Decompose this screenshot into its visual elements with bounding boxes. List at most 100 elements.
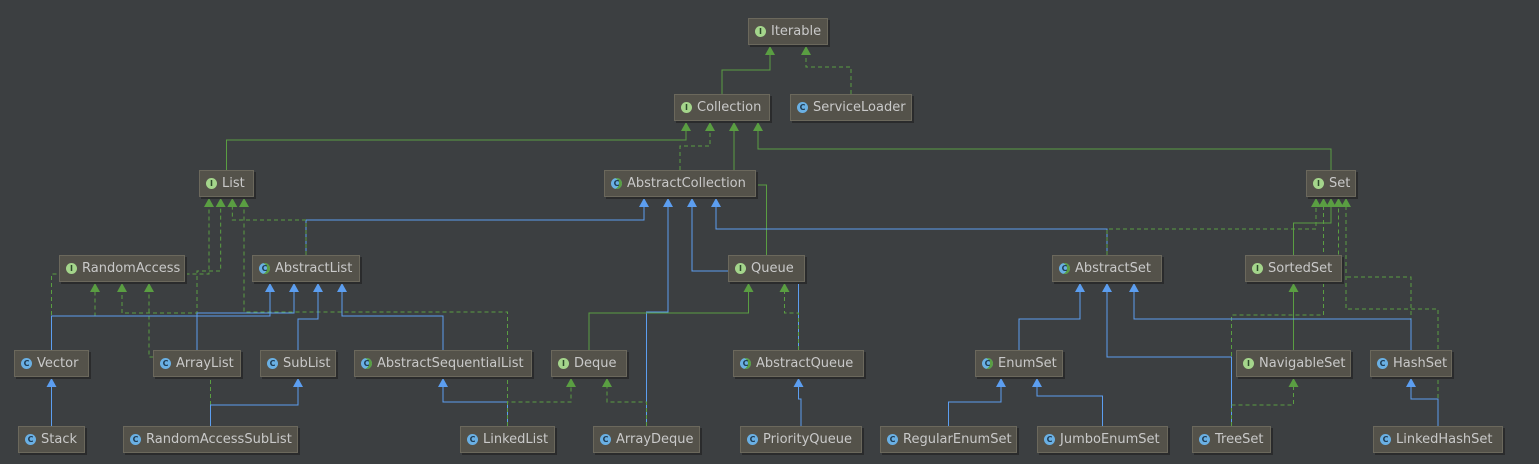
edge-hashset-to-abstractset <box>1133 291 1412 350</box>
edge-set-to-collection <box>757 130 1332 170</box>
arrowhead <box>1288 378 1299 387</box>
interface-type-icon: I <box>755 26 766 37</box>
edge-serviceloader-to-iterable <box>805 54 852 94</box>
class-type-icon: C <box>1377 358 1388 369</box>
class-node-label: Iterable <box>771 24 822 39</box>
edge-arraylist-to-abstractlist <box>196 291 295 350</box>
edge-abstractsequentiallist-to-abstractlist <box>341 291 444 350</box>
arrowhead <box>1333 198 1344 207</box>
arrowhead <box>117 283 127 292</box>
edge-abstractqueue-to-queue <box>784 291 799 350</box>
class-node-list[interactable]: I List <box>199 170 254 197</box>
edge-list-to-collection <box>226 130 687 170</box>
edge-arraylist-to-randomaccess <box>121 291 198 350</box>
class-node-label: AbstractQueue <box>756 356 854 371</box>
class-node-navigableset[interactable]: I NavigableSet <box>1236 350 1351 377</box>
class-node-label: SortedSet <box>1268 261 1333 276</box>
class-node-label: AbstractList <box>275 261 353 276</box>
arrowhead <box>1341 198 1351 207</box>
class-node-stack[interactable]: C Stack <box>18 426 85 453</box>
edge-arraydeque-to-deque <box>606 386 647 426</box>
class-node-abstractlist[interactable]: C AbstractList <box>252 255 360 282</box>
class-node-label: RegularEnumSet <box>903 432 1012 447</box>
interface-type-icon: I <box>1243 358 1254 369</box>
arrowhead <box>1032 378 1042 387</box>
class-node-label: JumboEnumSet <box>1060 432 1160 447</box>
class-node-label: Stack <box>41 432 77 447</box>
edge-vector-to-abstractlist <box>51 291 271 350</box>
class-node-label: AbstractSet <box>1075 261 1151 276</box>
edge-linkedlist-to-deque <box>507 386 572 426</box>
class-node-priorityqueue[interactable]: C PriorityQueue <box>740 426 862 453</box>
arrowhead <box>1311 198 1321 207</box>
class-node-label: AbstractSequentialList <box>377 356 524 371</box>
arrowhead <box>337 283 347 292</box>
class-node-label: NavigableSet <box>1259 356 1346 371</box>
arrowhead <box>1102 283 1112 292</box>
class-node-label: RandomAccessSubList <box>146 432 292 447</box>
class-node-label: PriorityQueue <box>763 432 852 447</box>
arrowhead <box>46 378 57 387</box>
arrowhead <box>265 283 275 292</box>
class-node-iterable[interactable]: I Iterable <box>748 18 828 45</box>
edge-sortedset-to-set <box>1293 206 1332 255</box>
arrowhead <box>663 198 673 207</box>
edge-randomaccesssublist-to-sublist <box>210 386 299 426</box>
arrowhead <box>729 122 739 131</box>
edge-linkedhashset-to-set <box>1345 206 1439 426</box>
arrowhead <box>293 378 303 387</box>
abstract-type-icon: C <box>1059 263 1070 274</box>
edge-treeset-to-set <box>1231 206 1324 426</box>
class-node-label: AbstractCollection <box>627 176 746 191</box>
arrowhead <box>1406 378 1416 387</box>
class-type-icon: C <box>21 358 32 369</box>
class-node-abstractcollection[interactable]: C AbstractCollection <box>604 170 756 197</box>
abstract-type-icon: C <box>259 263 270 274</box>
arrowhead <box>313 283 323 292</box>
edge-priorityqueue-to-abstractqueue <box>798 386 802 426</box>
arrowhead <box>793 378 804 387</box>
class-node-label: Deque <box>574 356 617 371</box>
class-node-label: List <box>222 176 245 191</box>
interface-type-icon: I <box>206 178 217 189</box>
arrowhead <box>1318 198 1329 207</box>
edge-abstractset-to-set <box>1106 206 1317 255</box>
class-node-abstractset[interactable]: C AbstractSet <box>1052 255 1162 282</box>
arrowhead <box>215 198 226 207</box>
edge-linkedhashset-to-hashset <box>1410 386 1439 426</box>
edge-sublist-to-abstractlist <box>297 291 319 350</box>
arrowhead <box>90 283 100 292</box>
class-node-label: TreeSet <box>1215 432 1264 447</box>
edge-enumset-to-abstractset <box>1018 291 1081 350</box>
abstract-type-icon: C <box>611 178 622 189</box>
interface-type-icon: I <box>1313 178 1324 189</box>
class-type-icon: C <box>747 434 758 445</box>
edge-hashset-to-set <box>1338 206 1412 350</box>
arrowhead <box>639 198 649 207</box>
class-type-icon: C <box>25 434 36 445</box>
arrowhead <box>779 283 790 292</box>
edge-treeset-to-navigableset <box>1231 386 1294 426</box>
